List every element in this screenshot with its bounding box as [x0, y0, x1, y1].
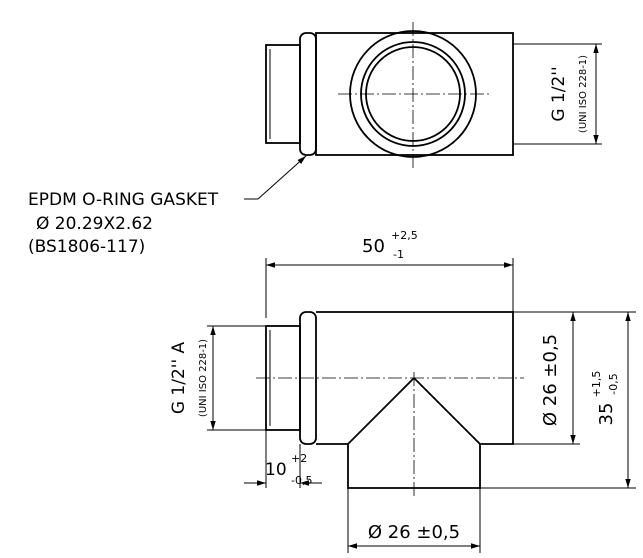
top-view: G 1/2'' (UNI ISO 228-1) — [244, 22, 602, 200]
top-view-oring-collar — [299, 32, 317, 156]
length-tol-lower: -1 — [393, 248, 404, 261]
top-thread-std-label: (UNI ISO 228-1) — [578, 55, 589, 133]
front-view: 50 +2,5 -1 G 1/2'' A (UNI ISO 228-1) Ø 2… — [169, 229, 636, 553]
top-view-body — [315, 32, 514, 156]
bottom-diameter-label: Ø 26 ±0,5 — [368, 522, 460, 543]
gasket-leader — [257, 155, 307, 200]
thread-length-nominal: 10 — [265, 460, 287, 480]
side-thread-std-label: (UNI ISO 228-1) — [198, 339, 209, 417]
length-nominal: 50 — [362, 236, 385, 257]
length-tol-upper: +2,5 — [391, 229, 418, 242]
gasket-diameter-label: Ø 20.29X2.62 — [36, 214, 153, 234]
thread-length-tol-lower: -0,5 — [291, 474, 312, 487]
height-nominal: 35 — [596, 403, 617, 426]
right-diameter-label: Ø 26 ±0,5 — [540, 334, 561, 426]
height-tol-lower: -0,5 — [607, 373, 620, 394]
thread-length-tol-upper: +2 — [291, 452, 307, 465]
gasket-label: EPDM O-RING GASKET — [28, 190, 219, 210]
top-thread-label: G 1/2'' — [549, 66, 569, 121]
height-tol-upper: +1,5 — [590, 371, 603, 398]
side-thread-label: G 1/2'' A — [169, 341, 189, 414]
gasket-standard-label: (BS1806-117) — [28, 237, 145, 257]
top-view-thread-stub — [265, 44, 301, 144]
front-view-body — [316, 311, 514, 489]
